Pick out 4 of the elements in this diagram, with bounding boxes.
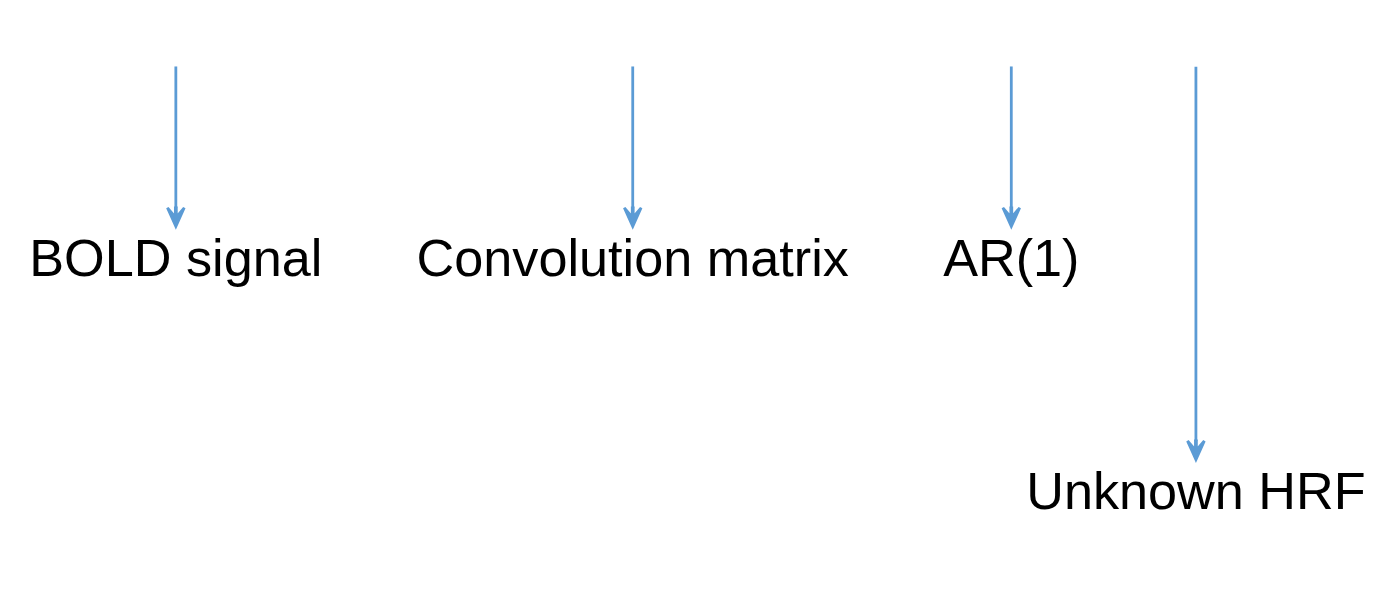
- node-text: BOLD signal: [29, 228, 323, 287]
- node-text: Unknown HRF: [1026, 462, 1366, 521]
- node-text: AR(1): [943, 228, 1080, 287]
- node-text: Convolution matrix: [416, 228, 849, 287]
